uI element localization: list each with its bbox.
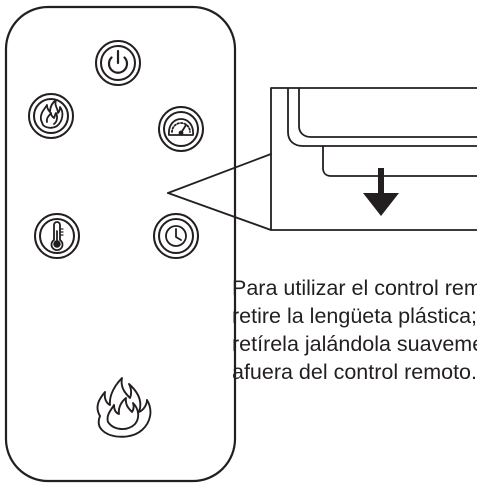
thermometer-icon: [50, 221, 64, 251]
power-button[interactable]: [95, 40, 141, 86]
instruction-line-3: retírela jalándola suavemente hacia: [232, 332, 477, 356]
power-icon: [107, 49, 129, 74]
instruction-line-4: afuera del control remoto.: [232, 360, 477, 384]
timer-button[interactable]: [153, 213, 199, 259]
callout-lines: [167, 153, 272, 231]
flame-icon: [39, 99, 64, 129]
arrow-down-icon: [363, 168, 399, 216]
remote-detail: [287, 87, 477, 147]
instruction-line-1: Para utilizar el control remoto,: [232, 276, 477, 300]
gauge-icon: [168, 118, 194, 136]
remote-body: [4, 5, 237, 483]
flame-button[interactable]: [28, 93, 74, 139]
instruction-text: Para utilizar el control remoto, retire …: [232, 274, 477, 386]
temperature-button[interactable]: [34, 213, 80, 259]
heat-gauge-button[interactable]: [158, 106, 204, 152]
flame-logo-icon: [96, 377, 152, 438]
detail-box: [270, 87, 477, 231]
clock-icon: [165, 225, 187, 247]
pull-tab: [322, 145, 477, 177]
instruction-line-2: retire la lengüeta plástica;: [232, 304, 477, 328]
